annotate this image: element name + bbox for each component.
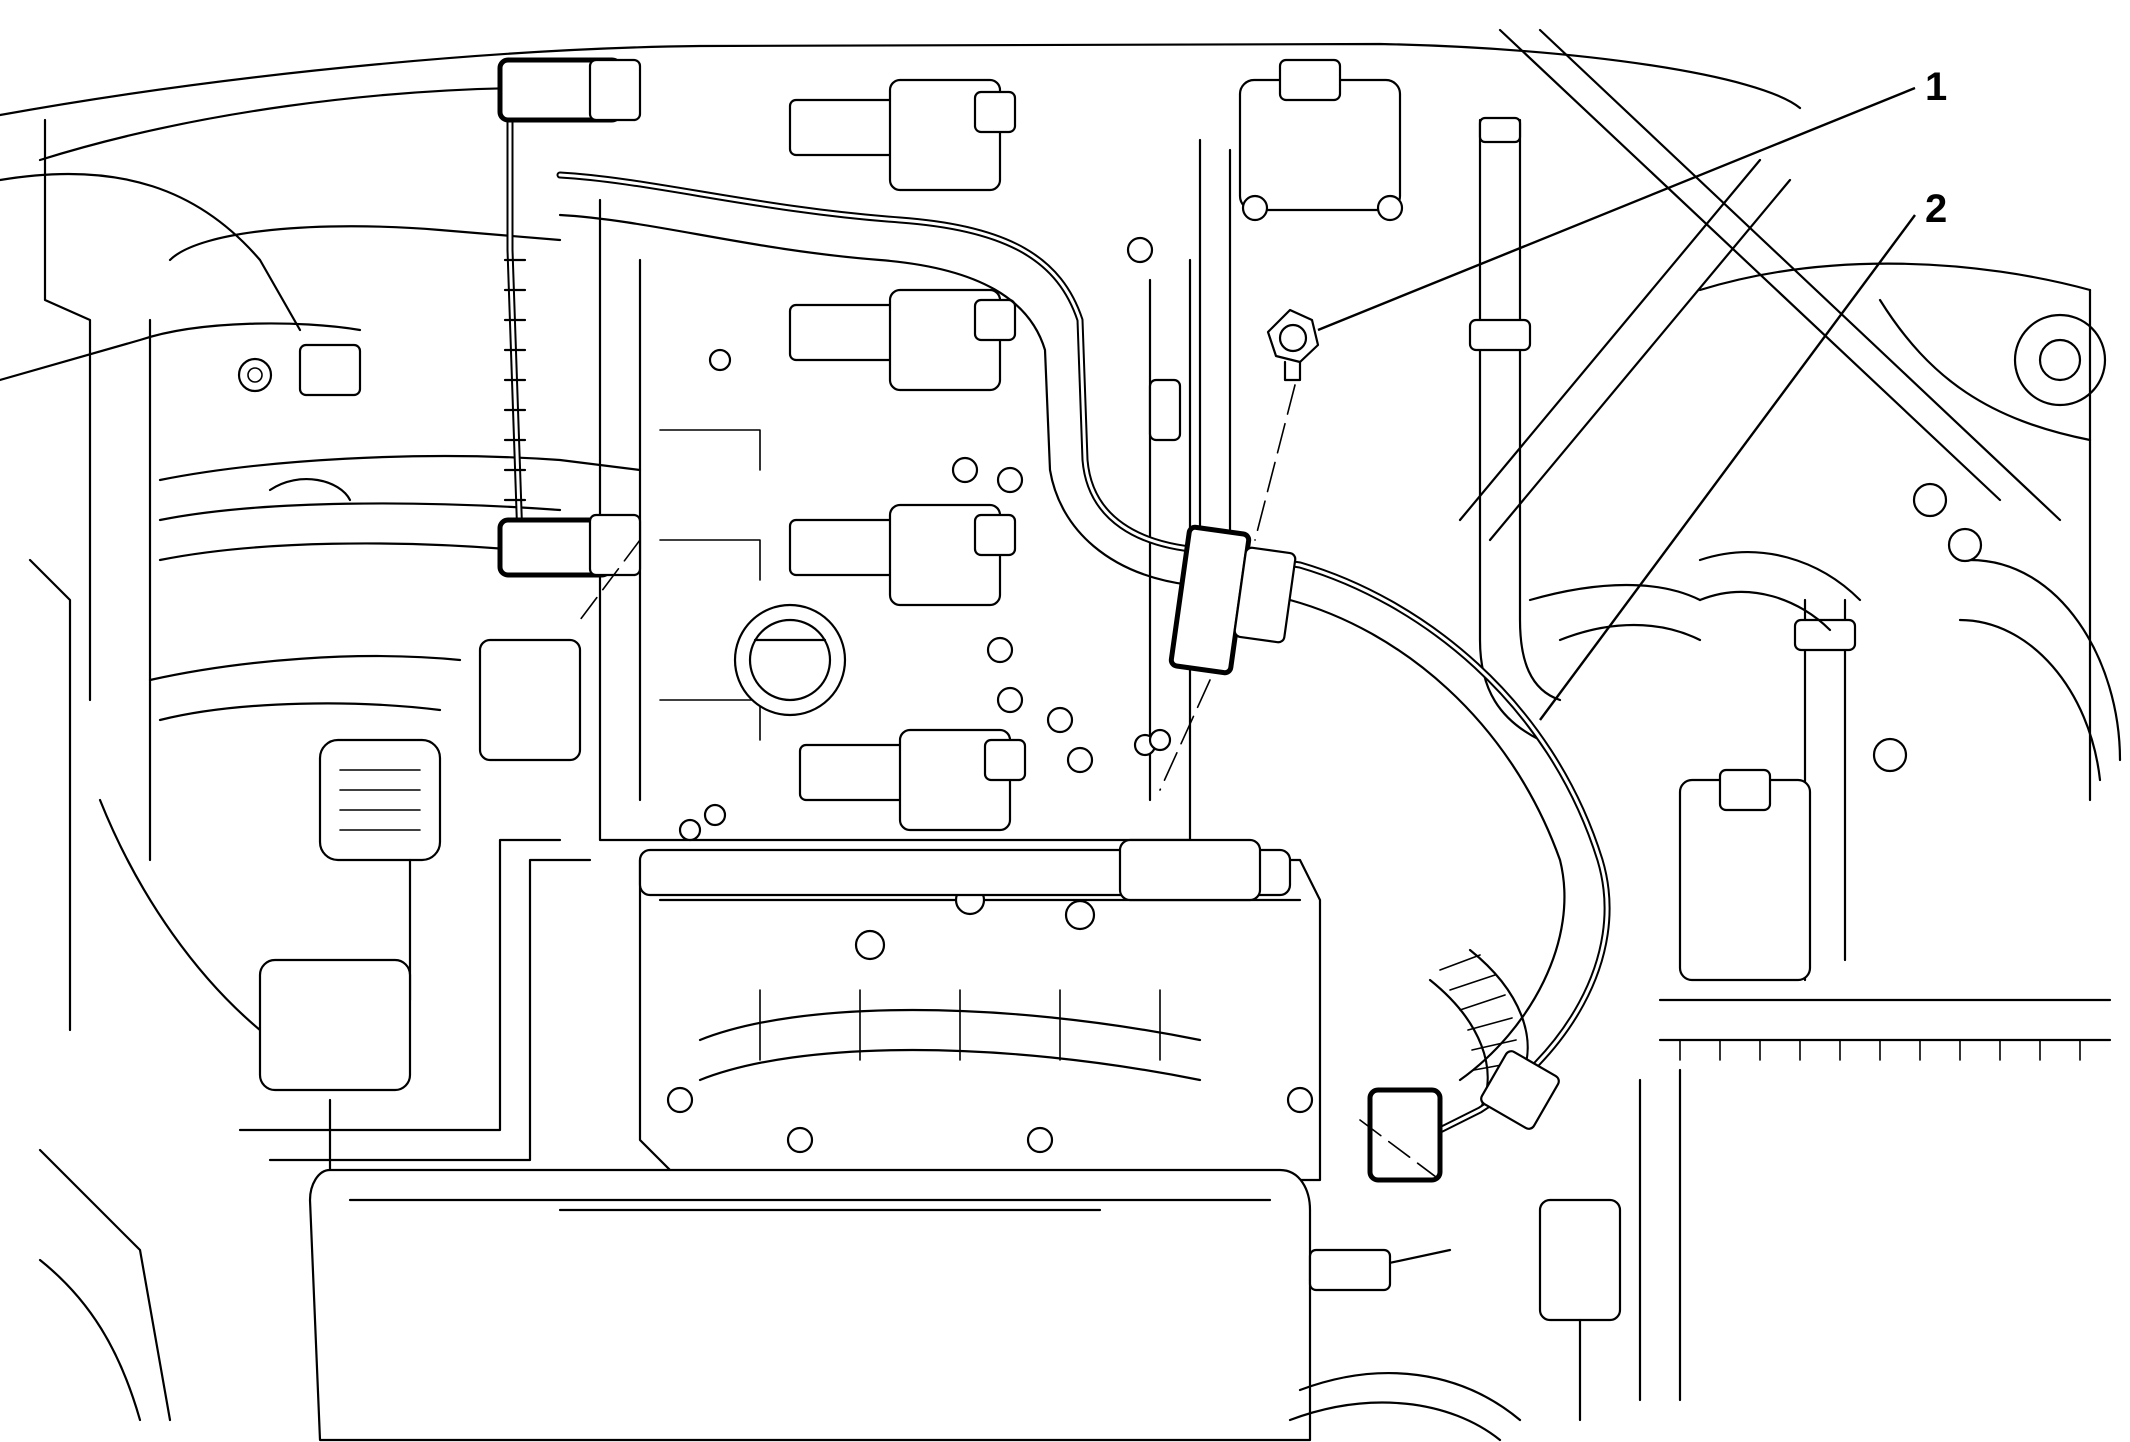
harness-bolt bbox=[1148, 308, 1320, 791]
callout-1-label: 1 bbox=[1925, 65, 1947, 109]
right-side-components bbox=[1126, 58, 1983, 1422]
callout-1: 1 bbox=[1317, 65, 1947, 332]
assembly-guide-lines bbox=[579, 539, 1441, 1181]
callout-2-label: 2 bbox=[1925, 187, 1947, 231]
coil-1 bbox=[788, 78, 1017, 192]
purge-valve-assembly bbox=[238, 638, 592, 1182]
valve-cover bbox=[598, 198, 1192, 842]
coil-3 bbox=[788, 503, 1017, 607]
callout-2: 2 bbox=[1539, 187, 1947, 721]
coil-2 bbox=[788, 288, 1017, 392]
ignition-coils bbox=[788, 78, 1027, 832]
air-cleaner-box bbox=[308, 1168, 1522, 1442]
coil-4 bbox=[798, 728, 1027, 832]
wiring-harness bbox=[497, 57, 1611, 1183]
throttle-body-area bbox=[638, 838, 1322, 1182]
engine-bay-background bbox=[0, 28, 2122, 1422]
